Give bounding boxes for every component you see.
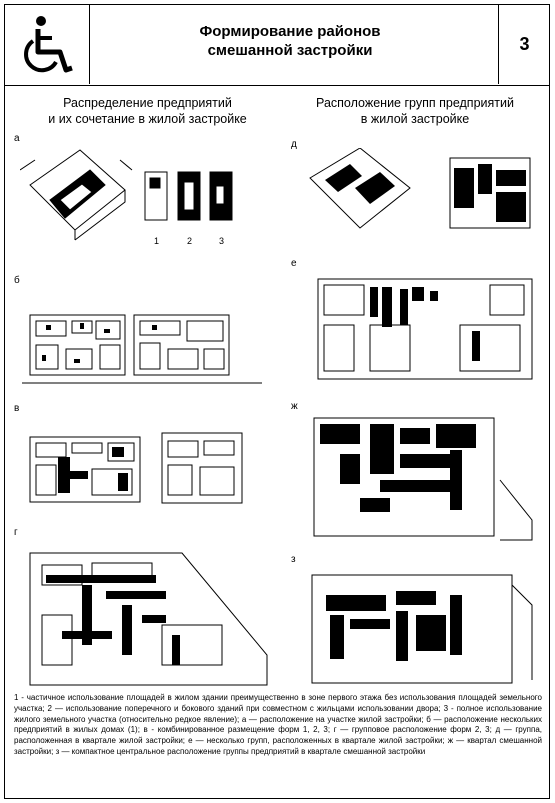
figure-b	[22, 314, 262, 384]
figure-label-v: в	[14, 403, 20, 414]
right-title-line-1: Расположение групп предприятий	[316, 96, 514, 110]
page-number: 3	[498, 4, 550, 84]
title-line-2: смешанной застройки	[207, 42, 373, 59]
header: Формирование районов смешанной застройки…	[4, 4, 550, 86]
right-column-title: Расположение групп предприятий в жилой з…	[285, 95, 545, 127]
right-title-line-2: в жилой застройке	[360, 112, 470, 126]
figure-label-d: д	[291, 139, 297, 150]
scheme-number-2: 2	[187, 236, 193, 246]
figure-z	[311, 574, 533, 684]
figure-g	[29, 552, 268, 686]
scheme-number-1: 1	[154, 236, 160, 246]
figure-e	[317, 278, 533, 380]
left-column-title: Распределение предприятий и их сочетание…	[20, 95, 275, 127]
page-frame	[4, 4, 550, 799]
figure-d	[309, 148, 531, 229]
scheme-number-3: 3	[219, 236, 225, 246]
title-line-1: Формирование районов	[199, 23, 381, 40]
figure-caption: 1 - частичное использование площадей в ж…	[14, 693, 542, 758]
figure-label-a: а	[14, 133, 20, 144]
figure-label-e: е	[291, 258, 297, 269]
figure-label-g: г	[14, 527, 18, 538]
figure-v	[29, 432, 243, 504]
figure-zh	[313, 417, 533, 541]
figure-a	[20, 149, 233, 241]
page-title: Формирование районов смешанной застройки	[100, 22, 480, 60]
figure-label-z: з	[291, 554, 296, 565]
figure-label-zh: ж	[291, 401, 298, 412]
icon-box	[4, 4, 90, 84]
figure-label-b: б	[14, 275, 20, 286]
left-title-line-1: Распределение предприятий	[63, 96, 232, 110]
caption-text: 1 - частичное использование площадей в ж…	[14, 693, 542, 756]
wheelchair-icon	[24, 16, 73, 73]
left-title-line-2: и их сочетание в жилой застройке	[48, 112, 247, 126]
